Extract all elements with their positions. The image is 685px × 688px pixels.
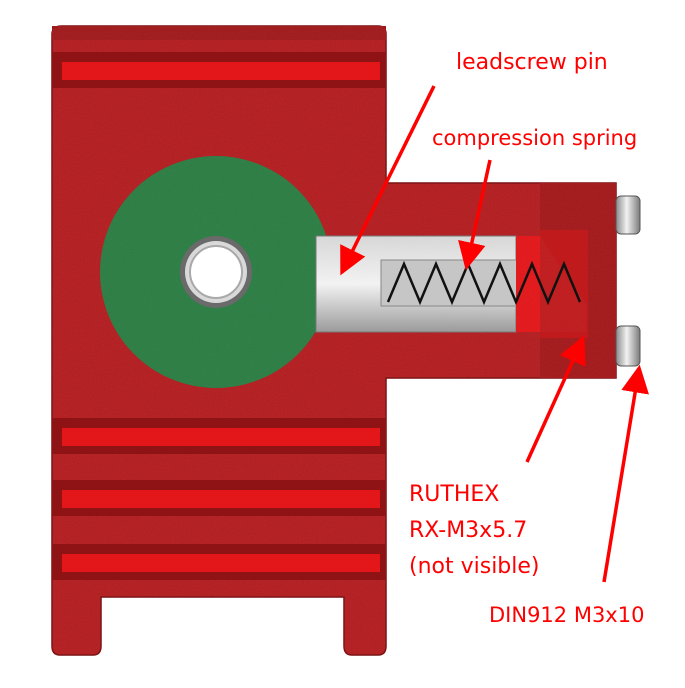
- label-leadscrew-pin: leadscrew pin: [456, 50, 608, 75]
- spring-bore: [516, 230, 588, 338]
- bottom-grooves: [52, 418, 386, 580]
- arrow-compression-spring: [458, 159, 492, 271]
- label-compression-spring: compression spring: [432, 126, 638, 150]
- label-ruthex-line2: RX-M3x5.7: [409, 518, 528, 543]
- leadscrew-pin: [315, 235, 518, 333]
- label-ruthex-line1: RUTHEX: [409, 482, 500, 507]
- label-ruthex: RUTHEX RX-M3x5.7 (not visible): [409, 477, 540, 585]
- arrow-din912: [602, 364, 649, 583]
- din912-screw-heads: [615, 195, 641, 367]
- compression-spring: [386, 260, 582, 306]
- label-din912: DIN912 M3x10: [489, 603, 645, 627]
- top-groove: [52, 52, 386, 88]
- green-washer: [100, 156, 332, 388]
- label-ruthex-line3: (not visible): [409, 554, 540, 579]
- annotation-arrows: [340, 85, 649, 583]
- arrow-ruthex: [525, 335, 586, 463]
- arrow-leadscrew-pin: [340, 85, 436, 276]
